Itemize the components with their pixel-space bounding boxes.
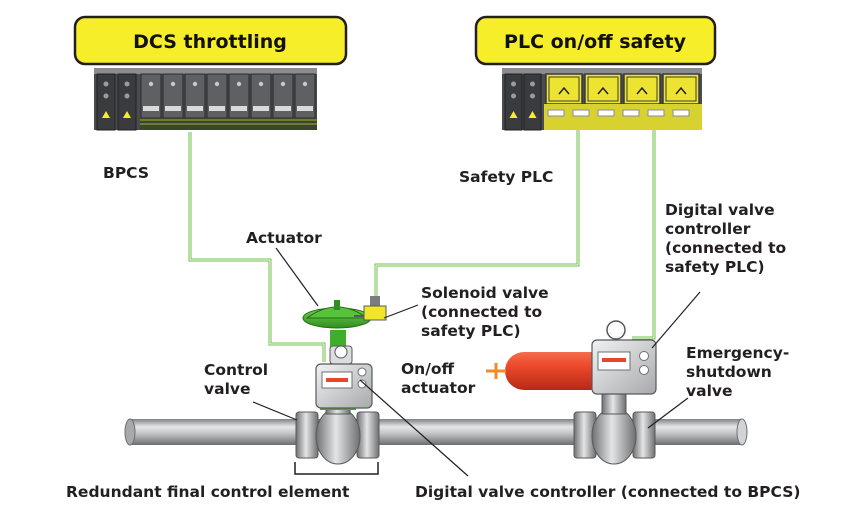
plc-title: PLC on/off safety [504, 31, 687, 53]
redundant-bracket [294, 462, 379, 475]
onoff-line-2: actuator [401, 379, 476, 397]
dcs-io-card [294, 73, 316, 119]
safety-plc-label: Safety PLC [459, 168, 553, 186]
dcs-io-card [250, 73, 272, 119]
sis-solenoid-wire [374, 130, 580, 296]
plc-safety-card [545, 73, 583, 105]
esd-line-1: Emergency- [686, 344, 789, 362]
solenoid-line-1: Solenoid valve [421, 284, 549, 302]
dcs-power-card [117, 73, 137, 131]
actuator-label: Actuator [246, 229, 322, 247]
plc-safety-card [584, 73, 622, 105]
dvc-safety-label: Digital valve controller (connected to s… [665, 201, 792, 276]
plc-safety-card [662, 73, 700, 105]
dvc-bpcs-label: Digital valve controller (connected to B… [415, 483, 800, 501]
safety-plc-rack [502, 68, 702, 131]
dcs-io-card [272, 73, 294, 119]
leader-lines [252, 247, 701, 477]
solenoid-valve-label: Solenoid valve (connected to safety PLC) [421, 284, 554, 340]
sis-dvc-wire [632, 130, 656, 340]
solenoid-valve [354, 296, 387, 321]
esd-line-3: valve [686, 382, 733, 400]
esd-valve [573, 391, 656, 465]
dvc-safety-line-1: Digital valve [665, 201, 775, 219]
plc-power-card [504, 73, 523, 131]
bpcs-label: BPCS [103, 164, 149, 182]
solenoid-line-2: (connected to [421, 303, 542, 321]
dcs-io-card [206, 73, 228, 119]
redundant-label: Redundant final control element [66, 483, 350, 501]
dcs-power-card [96, 73, 116, 131]
dvc-safety-plc [591, 320, 657, 395]
esd-valve-label: Emergency- shutdown valve [686, 344, 795, 400]
plc-power-card [523, 73, 542, 131]
actuator [302, 300, 372, 365]
plc-safety-card [623, 73, 661, 105]
dcs-rack [94, 68, 317, 131]
control-valve-line-1: Control [204, 361, 268, 379]
solenoid-line-3: safety PLC) [421, 322, 521, 340]
plc-title-banner: PLC on/off safety [474, 15, 717, 66]
dcs-io-card [162, 73, 184, 119]
bpcs-signal-wire [188, 132, 326, 362]
control-valve-label: Control valve [204, 361, 273, 398]
dcs-io-card [140, 73, 162, 119]
dcs-io-card [228, 73, 250, 119]
dvc-safety-line-4: safety PLC) [665, 258, 765, 276]
onoff-actuator-label: On/off actuator [401, 360, 476, 397]
esd-line-2: shutdown [686, 363, 772, 381]
control-valve-line-2: valve [204, 380, 251, 398]
dcs-io-card [184, 73, 206, 119]
dvc-safety-line-3: (connected to [665, 239, 786, 257]
dvc-bpcs [315, 363, 373, 409]
dcs-title-banner: DCS throttling [73, 15, 348, 66]
dcs-title: DCS throttling [133, 31, 287, 53]
onoff-line-1: On/off [401, 360, 455, 378]
dvc-safety-line-2: controller [665, 220, 751, 238]
